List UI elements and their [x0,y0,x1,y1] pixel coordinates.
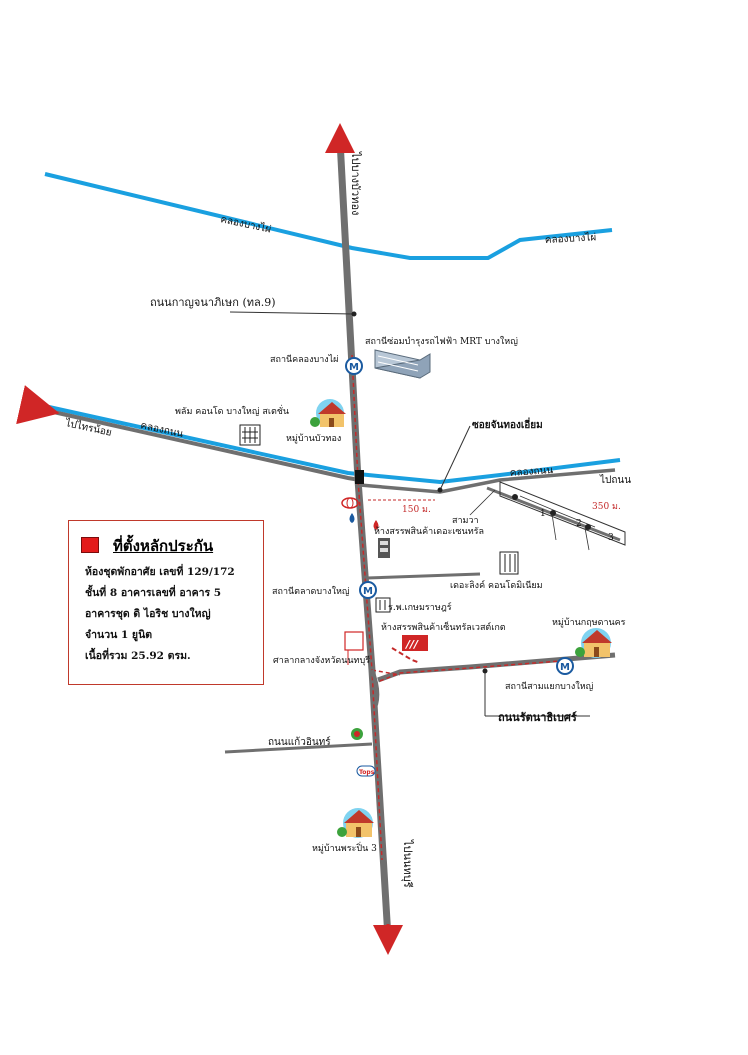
legend-line-3: อาคารชุด ดิ ไอริช บางใหญ่ [85,608,211,620]
rattanathibet-label: ถนนรัตนาธิเบศร์ [498,711,577,724]
mall-building-icon [378,538,390,558]
village-phrapin-label: หมู่บ้านพระปิ่น 3 [312,841,377,854]
svg-text:M: M [363,586,373,597]
station-bang-phai-marker: M [345,357,363,375]
sam-wa-label: สามวา [452,516,479,526]
road-rattanathibet [377,652,616,683]
court-label: ศาลากลางจังหวัดนนทบุรี [273,655,370,666]
lot-1: 1 [540,509,546,519]
legend-box: ที่ตั้งหลักประกัน ห้องชุดพักอาศัย เลขที่… [68,520,264,685]
hospital-building-icon [375,597,391,613]
village-right-label: หมู่บ้านกฤษดานคร [552,617,626,628]
homepro-label: ห้างสรรพสินค้าเซ็นทรัลเวสต์เกต [381,620,506,633]
station-talad-bang-yai-marker: M [359,581,377,599]
station-bang-phai-label: สถานีคลองบางไผ่ [270,354,338,365]
homepro-logo-icon: /// [402,635,428,651]
canal-klong-thanon [39,403,621,485]
canal-bang-phai-left-label: คลองบางไผ่ [219,213,272,235]
road-kaew-in [224,742,373,754]
toyota-logo-icon [341,497,359,509]
road-junction-curve [370,669,380,706]
kaew-in-label: ถนนแก้วอินทร์ [268,736,331,748]
the-link-building-icon [499,551,519,575]
to-nonthaburi-label: ไปนนทบุรี [401,839,414,888]
lot-3: 3 [608,533,614,543]
road-soi-the-link [366,572,481,580]
mrt-depot-building-icon [374,349,431,379]
canal-bang-phai [44,172,613,260]
legend-square-icon [81,537,99,553]
svg-text:///: /// [404,638,419,651]
svg-text:Tops: Tops [359,769,375,776]
plum-condo-building-icon [239,424,261,446]
canal-bang-phai-right-label: คลองบางไผ่ [545,231,597,246]
lot-2: 2 [576,519,582,529]
property-location-marker [344,631,364,651]
svg-text:M: M [560,662,570,673]
village-right-house-icon [575,628,612,658]
station-sam-yaek-marker: M [556,657,574,675]
plum-condo-label: พลัม คอนโด บางใหญ่ สเตชั่น [175,404,289,417]
the-link-label: เดอะลิงค์ คอนโดมิเนียม [450,579,543,591]
to-bang-bua-thong-label: ไปบางบัวทอง [349,151,362,215]
soi-lot-strip [499,481,626,546]
legend-line-1: ห้องชุดพักอาศัย เลขที่ 129/172 [85,566,235,578]
legend-title: ที่ตั้งหลักประกัน [113,537,214,555]
village-bua-thong-house-icon [310,399,346,427]
gas-station-icon [349,513,379,530]
legend-line-5: เนื้อที่รวม 25.92 ตรม. [85,650,191,662]
train-line-purple-east [379,660,561,682]
soi-chan-thong-iam-label: ซอยจันทองเอี่ยม [472,417,543,431]
station-sam-yaek-label: สถานีสามแยกบางใหญ่ [505,681,594,692]
hospital-label: ร.พ.เกษมราษฎร์ [388,601,452,613]
legend-line-2: ชั้นที่ 8 อาคารเลขที่ อาคาร 5 [85,587,222,599]
distance-350: 350 ม. [592,502,621,512]
legend-line-4: จำนวน 1 ยูนิต [85,629,153,641]
road-to-right-label: ไปถนน [599,474,631,486]
mall-label: ห้างสรรพสินค้าเดอะเซนทรัล [374,526,484,537]
kanchanaphisek-label: ถนนกาญจนาภิเษก (ทล.9) [150,296,276,309]
station-talad-label: สถานีตลาดบางใหญ่ [272,586,350,597]
road-soi-east [359,468,616,494]
mrt-depot-label: สถานีซ่อมบำรุงรถไฟฟ้า MRT บางใหญ่ [365,336,518,347]
tops-logo-icon: Tops [356,765,376,777]
village-phrapin-house-icon [337,808,374,838]
pump-icon [351,728,363,740]
svg-text:M: M [349,362,359,373]
train-line-purple [351,354,383,861]
village-bua-thong-label: หมู่บ้านบัวทอง [286,433,341,444]
distance-150: 150 ม. [402,505,431,515]
